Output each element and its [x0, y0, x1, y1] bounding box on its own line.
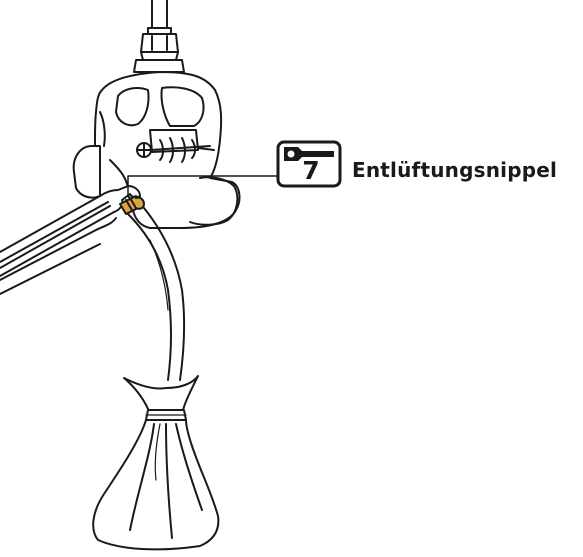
brake-hose [148, 0, 171, 34]
bleed-tube [128, 208, 184, 380]
collection-bag [93, 376, 218, 549]
open-end-wrench [0, 186, 140, 294]
hose-fitting [134, 34, 184, 72]
bleed-nipple-label: Entlüftungsnippel [352, 158, 557, 182]
tool-size-label: 7 [288, 159, 334, 183]
